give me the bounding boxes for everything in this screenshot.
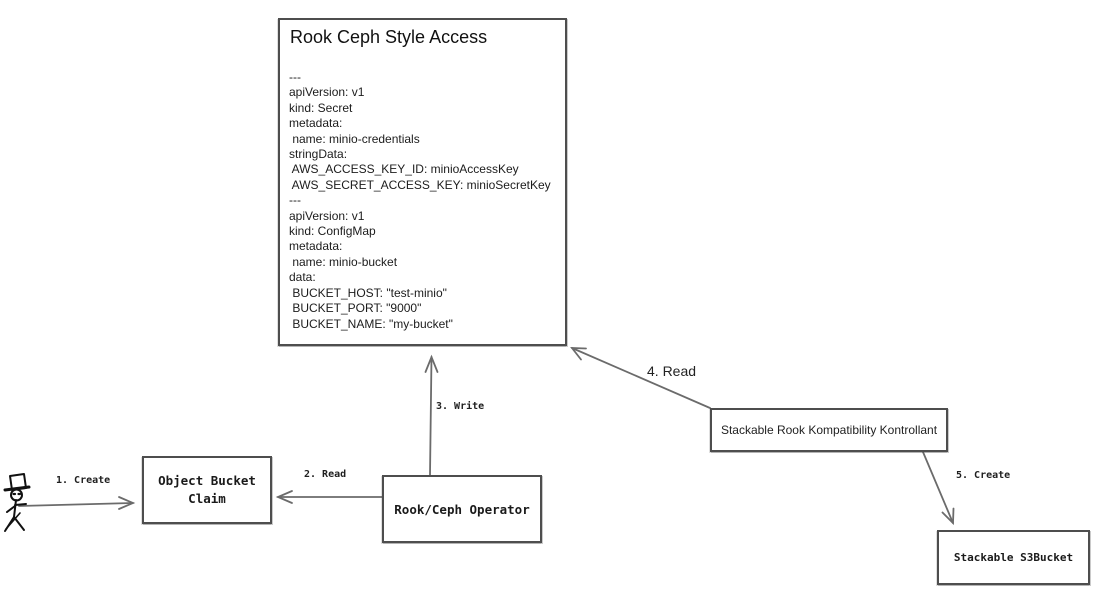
read-arrow-2 bbox=[275, 490, 383, 504]
yaml-line: --- bbox=[289, 193, 301, 208]
yaml-line: name: minio-bucket bbox=[289, 254, 398, 269]
rook-ceph-style-access-box: Rook Ceph Style Access --- apiVersion: v… bbox=[278, 18, 567, 346]
user-stick-figure-icon bbox=[3, 473, 31, 532]
stackable-s3bucket-box: Stackable S3Bucket bbox=[937, 530, 1090, 585]
kontrollant-label: Stackable Rook Kompatibility Kontrollant bbox=[720, 423, 938, 437]
yaml-line: apiVersion: v1 bbox=[289, 85, 365, 100]
object-bucket-claim-label: Object Bucket Claim bbox=[158, 472, 256, 506]
edge-label-1-create: 1. Create bbox=[56, 475, 111, 486]
yaml-line: stringData: bbox=[289, 147, 348, 162]
edge-label-2-read: 2. Read bbox=[304, 469, 347, 480]
yaml-line: metadata: bbox=[289, 116, 343, 131]
yaml-line: name: minio-credentials bbox=[289, 131, 420, 146]
yaml-line: apiVersion: v1 bbox=[289, 208, 365, 223]
rook-ceph-operator-box: Rook/Ceph Operator bbox=[382, 475, 542, 543]
yaml-line: metadata: bbox=[289, 239, 343, 254]
yaml-line: BUCKET_NAME: "my-bucket" bbox=[289, 316, 453, 331]
create-arrow-5 bbox=[922, 451, 955, 526]
yaml-line: BUCKET_PORT: "9000" bbox=[289, 301, 422, 316]
read-arrow-4 bbox=[570, 347, 711, 409]
stackable-rook-kompatibility-kontrollant-box: Stackable Rook Kompatibility Kontrollant bbox=[710, 408, 948, 452]
edge-label-4-read: 4. Read bbox=[647, 363, 697, 379]
edge-label-5-create: 5. Create bbox=[956, 470, 1011, 481]
object-bucket-claim-box: Object Bucket Claim bbox=[142, 456, 272, 524]
yaml-line: BUCKET_HOST: "test-minio" bbox=[289, 285, 447, 300]
yaml-manifest: --- apiVersion: v1 kind: Secret metadata… bbox=[289, 70, 551, 332]
rook-ceph-operator-label: Rook/Ceph Operator bbox=[394, 501, 530, 517]
yaml-line: kind: Secret bbox=[289, 100, 353, 115]
rook-box-title: Rook Ceph Style Access bbox=[290, 27, 488, 47]
create-arrow-1 bbox=[18, 496, 136, 510]
yaml-line: data: bbox=[289, 270, 316, 285]
yaml-line: kind: ConfigMap bbox=[289, 224, 376, 239]
edge-label-3-write: 3. Write bbox=[436, 401, 485, 412]
write-arrow-3 bbox=[424, 354, 439, 476]
yaml-line: AWS_ACCESS_KEY_ID: minioAccessKey bbox=[289, 162, 519, 177]
yaml-line: AWS_SECRET_ACCESS_KEY: minioSecretKey bbox=[289, 177, 551, 192]
yaml-line: --- bbox=[289, 70, 301, 84]
stackable-s3bucket-label: Stackable S3Bucket bbox=[953, 551, 1074, 564]
